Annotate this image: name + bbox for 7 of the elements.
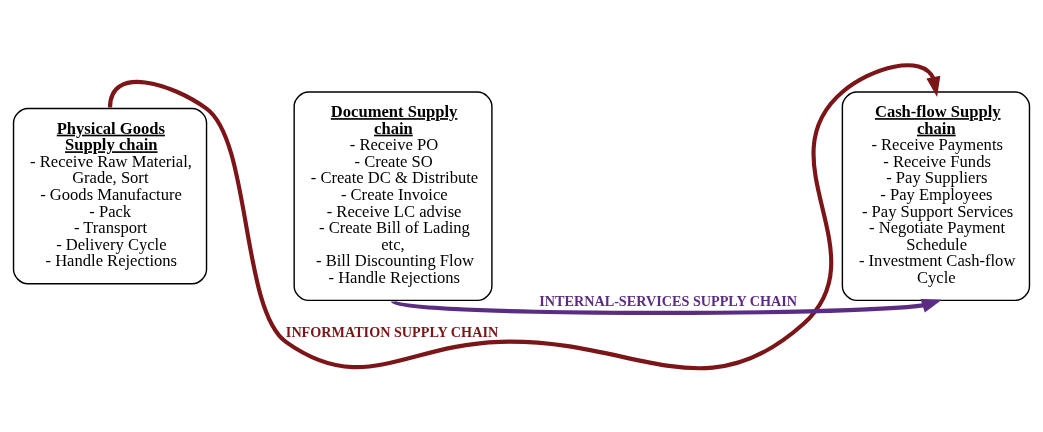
node-box: Physical Goods Supply chain - Receive Raw Material, Grade, Sort - Goods Manufacture - Pack - Transport - Delivery Cycle - Handle Rejections	[12, 107, 208, 285]
edge-label: INTERNAL-SERVICES SUPPLY CHAIN	[539, 292, 798, 309]
arrow	[392, 298, 942, 315]
node-box: Document Supply chain - Receive PO - Create SO - Create DC & Distribute - Create Invoice - Receive LC advise - Create Bill of Lading etc, - Bill Discounting Flow - Handle Rejections	[293, 90, 493, 301]
edge-label: INFORMATION SUPPLY CHAIN	[285, 323, 499, 340]
arrow	[108, 63, 941, 370]
node-box: Cash-flow Supply chain - Receive Payments - Receive Funds - Pay Suppliers - Pay Employees - Pay Support Services - Negotiate Payment Schedule - Investment Cash-flow Cycle	[841, 90, 1031, 301]
